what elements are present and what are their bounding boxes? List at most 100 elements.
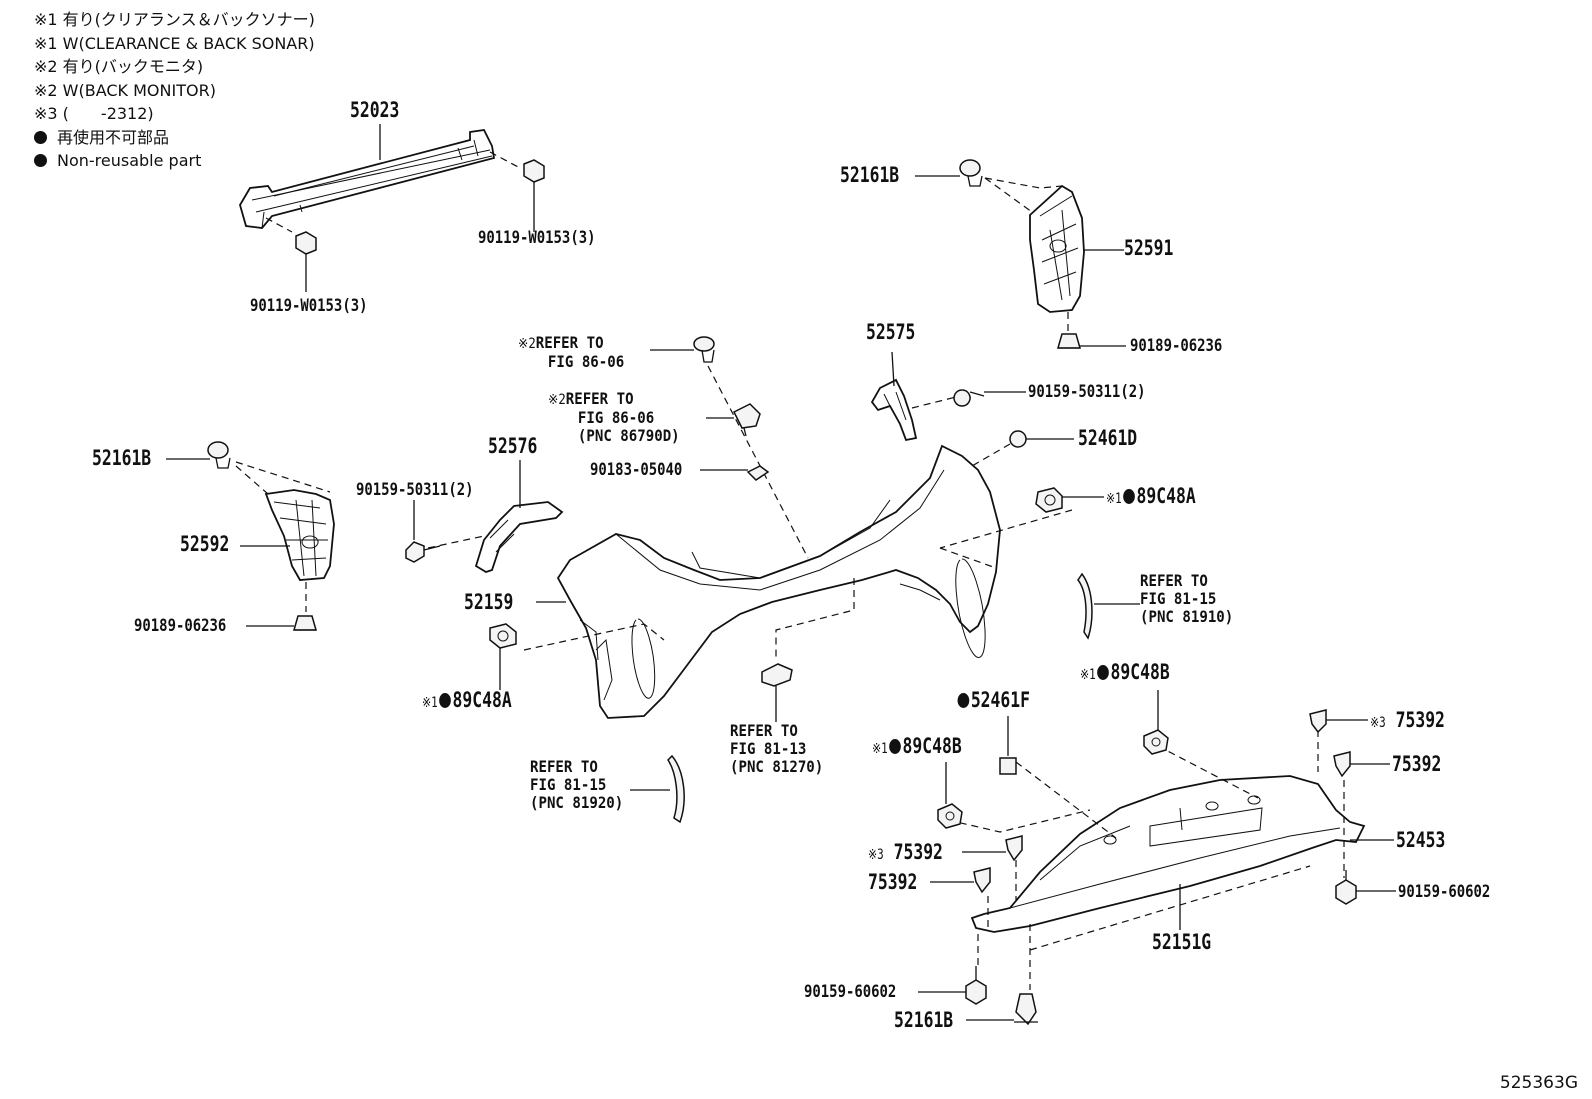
label-90189-06236-left[interactable]: 90189-06236 (134, 616, 227, 636)
refer-line: REFER TO (730, 721, 798, 740)
clip-90183-drawing (746, 465, 770, 481)
non-reusable-dot-icon (439, 693, 451, 708)
refer-line: (PNC 81910) (1140, 607, 1234, 626)
bolt-90159-60602-right-drawing (1335, 870, 1357, 905)
legend: ※1 有り(クリアランス＆バックソナー) ※1 W(CLEARANCE & BA… (34, 8, 315, 173)
refer-line: REFER TO (530, 757, 598, 776)
clip-52161B-left-drawing (207, 441, 231, 469)
refer-fig-81-15-right[interactable]: REFER TO FIG 81-15 (PNC 81910) (1140, 572, 1233, 626)
refer-line: ※2REFER TO (548, 389, 634, 409)
refer-fig-86-06-lower[interactable]: ※2REFER TO FIG 86-06 (PNC 86790D) (548, 390, 680, 445)
refer-fig-81-13[interactable]: REFER TO FIG 81-13 (PNC 81270) (730, 722, 823, 776)
label-52591[interactable]: 52591 (1124, 236, 1174, 260)
legend-row: ※1 W(CLEARANCE & BACK SONAR) (34, 33, 315, 53)
legend-row: Non-reusable part (34, 149, 315, 173)
side-reflector-81920-drawing (667, 754, 685, 824)
label-52151G[interactable]: 52151G (1152, 930, 1212, 954)
screw-90159-left-drawing (405, 541, 441, 563)
bolt-90119-left-drawing (265, 217, 317, 292)
screw-90159-right-drawing (953, 389, 985, 407)
legend-row: ※1 有り(クリアランス＆バックソナー) (34, 10, 315, 29)
refer-line: FIG 86-06 (577, 408, 655, 427)
lower-spoiler-52151G-drawing (970, 775, 1366, 933)
legend-row: ※2 有り(バックモニタ) (34, 57, 204, 76)
sensor-retainer-89C48B-left-drawing (937, 803, 963, 829)
label-90119-w0153-left[interactable]: 90119-W0153(3) (250, 296, 368, 316)
label-75392-c[interactable]: ※3 75392 (868, 840, 943, 864)
bumper-cover-52159-drawing (556, 444, 1001, 719)
bracket-86790D-drawing (732, 403, 761, 437)
pad-52461D-drawing (1009, 430, 1027, 448)
refer-line: (PNC 86790D) (577, 426, 680, 445)
bracket-52576-drawing (474, 501, 564, 573)
nut-90189-right-drawing (1057, 333, 1081, 349)
pad-52461F-drawing (999, 757, 1017, 775)
label-52453[interactable]: 52453 (1396, 828, 1446, 852)
label-52023[interactable]: 52023 (350, 98, 400, 122)
clip-75392-d-drawing (973, 867, 991, 894)
legend-row: ※3 ( -2312) (34, 104, 154, 123)
bolt-90119-right-drawing (489, 151, 545, 232)
clip-75392-c-drawing (1005, 835, 1023, 862)
label-75392-a[interactable]: ※3 75392 (1370, 708, 1445, 732)
clip-52161B-top-drawing (959, 159, 983, 187)
clip-52161B-bottom-drawing (1014, 993, 1038, 1026)
retainer-52591-drawing (1029, 184, 1085, 313)
non-reusable-dot-icon (1097, 665, 1109, 680)
label-90159-50311-right[interactable]: 90159-50311(2) (1028, 382, 1146, 402)
clip-75392-a-drawing (1309, 709, 1327, 734)
non-reusable-dot-icon (34, 130, 47, 144)
label-52576[interactable]: 52576 (488, 434, 538, 458)
label-52461F[interactable]: 52461F (956, 690, 1030, 711)
refer-line: FIG 81-13 (730, 739, 807, 758)
reinforcement-beam-drawing (239, 129, 496, 229)
sensor-retainer-89C48A-left-drawing (489, 623, 517, 649)
label-52161B-left[interactable]: 52161B (92, 446, 152, 470)
clip-refer-86-06-drawing (693, 336, 715, 363)
refer-line: FIG 81-15 (1140, 589, 1217, 608)
legend-row: 再使用不可部品 (34, 126, 315, 150)
non-reusable-dot-icon (957, 693, 970, 708)
refer-line: FIG 81-15 (530, 775, 607, 794)
retainer-52592-drawing (264, 489, 335, 581)
lamp-81270-drawing (761, 663, 793, 687)
nut-90189-left-drawing (293, 615, 317, 631)
label-90159-60602-left[interactable]: 90159-60602 (804, 982, 897, 1002)
side-reflector-81910-drawing (1077, 572, 1093, 640)
label-52161B-bottom[interactable]: 52161B (894, 1008, 954, 1032)
refer-fig-81-15-left[interactable]: REFER TO FIG 81-15 (PNC 81920) (530, 758, 623, 812)
label-52161B-top[interactable]: 52161B (840, 163, 900, 187)
label-90189-06236-right[interactable]: 90189-06236 (1130, 336, 1223, 356)
label-90159-60602-right[interactable]: 90159-60602 (1398, 882, 1491, 902)
label-90183-05040[interactable]: 90183-05040 (590, 460, 683, 480)
refer-line: FIG 86-06 (547, 352, 625, 371)
label-75392-d[interactable]: 75392 (868, 870, 918, 894)
label-90119-w0153-right[interactable]: 90119-W0153(3) (478, 228, 596, 248)
label-75392-b[interactable]: 75392 (1392, 752, 1442, 776)
label-52159[interactable]: 52159 (464, 590, 514, 614)
non-reusable-dot-icon (34, 154, 47, 167)
sensor-retainer-89C48B-right-drawing (1143, 729, 1169, 755)
non-reusable-dot-icon (1123, 489, 1135, 504)
refer-line: (PNC 81270) (730, 757, 824, 776)
figure-code: 525363G (1499, 1073, 1578, 1093)
legend-row: ※2 W(BACK MONITOR) (34, 80, 216, 100)
refer-line: (PNC 81920) (530, 793, 624, 812)
bracket-52575-drawing (870, 378, 918, 442)
refer-fig-86-06-upper[interactable]: ※2REFER TO FIG 86-06 (518, 334, 624, 371)
refer-line: REFER TO (1140, 571, 1208, 590)
clip-75392-b-drawing (1333, 751, 1351, 778)
label-52575[interactable]: 52575 (866, 320, 916, 344)
refer-line: ※2REFER TO (518, 333, 604, 353)
label-90159-50311-left[interactable]: 90159-50311(2) (356, 480, 474, 500)
sensor-retainer-89C48A-right-drawing (1035, 487, 1063, 513)
bolt-90159-60602-left-drawing (965, 966, 987, 1005)
label-52592[interactable]: 52592 (180, 532, 230, 556)
non-reusable-dot-icon (889, 739, 901, 754)
label-52461D[interactable]: 52461D (1078, 426, 1138, 450)
